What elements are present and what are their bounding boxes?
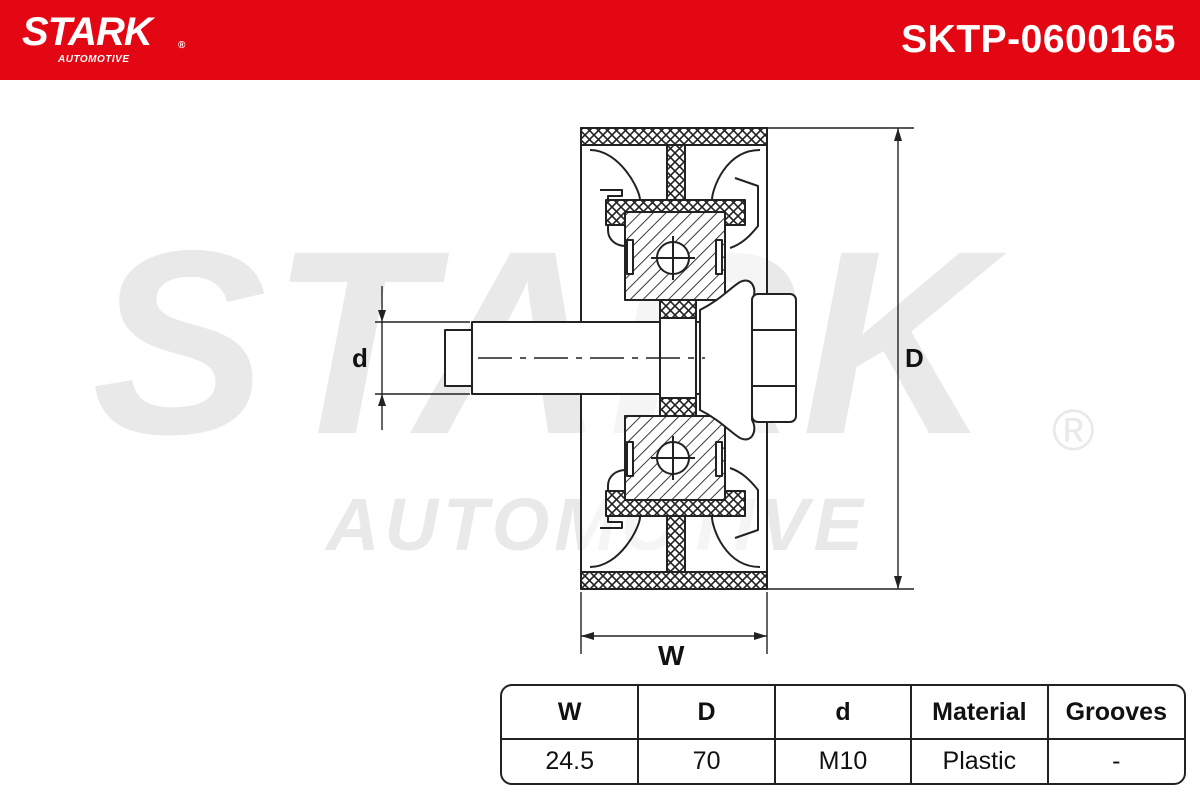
spec-value-w: 24.5 — [502, 739, 640, 783]
stark-logo: STARK ® AUTOMOTIVE — [22, 10, 185, 65]
spec-table: W D d Material Grooves 24.5 70 M10 Plast… — [500, 684, 1186, 785]
logo-brand: STARK — [22, 10, 153, 54]
spec-header-grooves: Grooves — [1047, 686, 1184, 740]
spec-value-d-large: 70 — [638, 739, 776, 783]
spec-table-header-row: W D d Material Grooves — [502, 686, 1184, 740]
spec-header-w: W — [502, 686, 640, 740]
dimension-label-d: d — [352, 343, 368, 373]
header-bar: STARK ® AUTOMOTIVE SKTP-0600165 — [0, 0, 1200, 80]
part-number: SKTP-0600165 — [901, 18, 1176, 61]
spec-value-d-small: M10 — [774, 739, 913, 783]
dimension-label-D: D — [905, 343, 924, 373]
spec-value-grooves: - — [1112, 747, 1121, 775]
spec-table-value-row: 24.5 70 M10 Plastic - — [502, 739, 1184, 783]
spec-header-d-large: D — [638, 686, 776, 740]
logo-registered-mark: ® — [178, 40, 186, 51]
spec-value-material: Plastic — [911, 739, 1049, 783]
pulley-technical-drawing — [375, 127, 914, 654]
spec-header-d-small: d — [774, 686, 913, 740]
watermark-registered-mark: ® — [1052, 398, 1095, 463]
spec-header-material: Material — [911, 686, 1049, 740]
dimension-label-W: W — [658, 640, 685, 671]
logo-subtitle: AUTOMOTIVE — [58, 54, 130, 65]
